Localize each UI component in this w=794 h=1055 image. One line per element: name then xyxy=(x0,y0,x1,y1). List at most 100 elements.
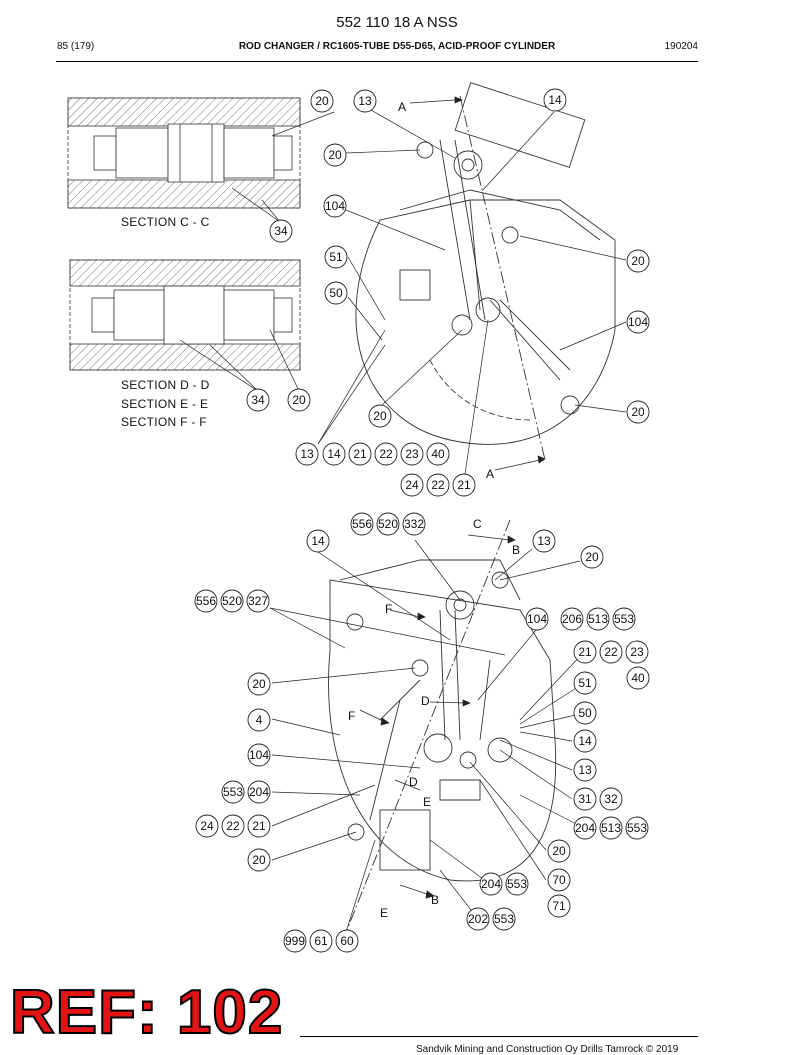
callout-label: 332 xyxy=(404,517,424,531)
view-letter: C xyxy=(473,517,482,531)
view-letter: D xyxy=(409,775,418,789)
section-cc-label: SECTION C - C xyxy=(121,215,210,229)
section-dd-label: SECTION D - D xyxy=(121,378,210,392)
callout-label: 13 xyxy=(578,763,592,777)
callout-bubble xyxy=(247,743,271,767)
callout-label: 22 xyxy=(604,645,618,659)
callout-label: 23 xyxy=(405,447,419,461)
header-date: 190204 xyxy=(664,41,698,52)
callout-bubble xyxy=(547,839,571,863)
section-ff-label: SECTION F - F xyxy=(121,415,207,429)
callout-bubble xyxy=(247,708,271,732)
callout-label: 513 xyxy=(601,821,621,835)
callout-bubble xyxy=(573,758,597,782)
view-letter: D xyxy=(421,694,430,708)
callout-label: 14 xyxy=(548,93,562,107)
callout-bubble xyxy=(246,589,270,613)
callout-bubble xyxy=(400,442,424,466)
callout-labels: 20 13 14 20 104 34 51 20 50 104 34 20 20… xyxy=(196,93,648,948)
callout-label: 553 xyxy=(223,785,243,799)
callout-bubble xyxy=(466,907,490,931)
callout-label: 556 xyxy=(352,517,372,531)
callout-bubble xyxy=(580,545,604,569)
callout-bubble xyxy=(543,88,567,112)
header-doc-number: 552 110 18 A NSS xyxy=(336,14,458,31)
section-arrows xyxy=(359,96,546,899)
callout-label: 20 xyxy=(631,254,645,268)
callout-label: 553 xyxy=(494,912,514,926)
callout-bubble xyxy=(505,872,529,896)
ref-stamp: REF: 102 xyxy=(9,978,284,1047)
callout-label: 32 xyxy=(604,792,618,806)
callout-bubble xyxy=(573,787,597,811)
callout-label: 513 xyxy=(588,612,608,626)
callout-label: 13 xyxy=(300,447,314,461)
upper-assembly-drawing xyxy=(355,82,616,461)
callout-label: 553 xyxy=(614,612,634,626)
callout-bubble xyxy=(426,473,450,497)
callout-bubble xyxy=(322,442,346,466)
view-letter: B xyxy=(431,893,439,907)
section-dd-drawing xyxy=(69,259,301,371)
callout-label: 61 xyxy=(314,934,328,948)
callout-label: 21 xyxy=(353,447,367,461)
header-page: 85 (179) xyxy=(57,41,95,52)
callout-label: 51 xyxy=(578,676,592,690)
section-cc-drawing xyxy=(67,97,301,209)
callout-label: 20 xyxy=(315,94,329,108)
callout-label: 556 xyxy=(196,594,216,608)
callout-bubble xyxy=(532,529,556,553)
callout-label: 70 xyxy=(552,873,566,887)
callout-label: 34 xyxy=(274,224,288,238)
callout-label: 104 xyxy=(325,199,345,213)
callout-label: 204 xyxy=(575,821,595,835)
callout-bubble xyxy=(426,442,450,466)
header-title: ROD CHANGER / RC1605-TUBE D55-D65, ACID-… xyxy=(238,41,556,52)
callout-label: 13 xyxy=(537,534,551,548)
view-letter: E xyxy=(380,906,388,920)
callout-bubble xyxy=(310,89,334,113)
callout-bubble xyxy=(479,872,503,896)
callout-bubble xyxy=(247,780,271,804)
callout-label: 60 xyxy=(340,934,354,948)
callout-label: 21 xyxy=(457,478,471,492)
callout-label: 13 xyxy=(358,94,372,108)
callout-bubble xyxy=(221,780,245,804)
callout-label: 50 xyxy=(578,706,592,720)
callout-bubble xyxy=(625,640,649,664)
callout-bubble xyxy=(492,907,516,931)
callout-bubble xyxy=(599,640,623,664)
callout-bubbles xyxy=(194,88,650,953)
callout-bubble xyxy=(400,473,424,497)
callout-label: 24 xyxy=(405,478,419,492)
callout-bubble xyxy=(246,388,270,412)
callout-label: 21 xyxy=(252,819,266,833)
callout-label: 520 xyxy=(378,517,398,531)
callout-bubble xyxy=(625,816,649,840)
callout-bubble xyxy=(525,607,549,631)
callout-bubble xyxy=(612,607,636,631)
view-letter: A xyxy=(398,100,406,114)
callout-bubble xyxy=(573,816,597,840)
callout-bubble xyxy=(573,729,597,753)
callout-label: 20 xyxy=(252,853,266,867)
view-letters: A A C B F D F D E B E xyxy=(348,100,520,920)
callout-bubble xyxy=(599,816,623,840)
callout-bubble xyxy=(287,388,311,412)
callout-bubble xyxy=(324,281,348,305)
callout-bubble xyxy=(283,929,307,953)
callout-bubble xyxy=(323,194,347,218)
callout-bubble xyxy=(194,589,218,613)
callout-label: 34 xyxy=(251,393,265,407)
callout-label: 204 xyxy=(481,877,501,891)
callout-label: 22 xyxy=(379,447,393,461)
callout-bubble xyxy=(374,442,398,466)
callout-label: 327 xyxy=(248,594,268,608)
lower-assembly-drawing xyxy=(328,519,557,936)
callout-label: 14 xyxy=(578,734,592,748)
callout-label: 104 xyxy=(249,748,269,762)
callout-label: 20 xyxy=(373,409,387,423)
callout-label: 24 xyxy=(200,819,214,833)
callout-label: 23 xyxy=(630,645,644,659)
